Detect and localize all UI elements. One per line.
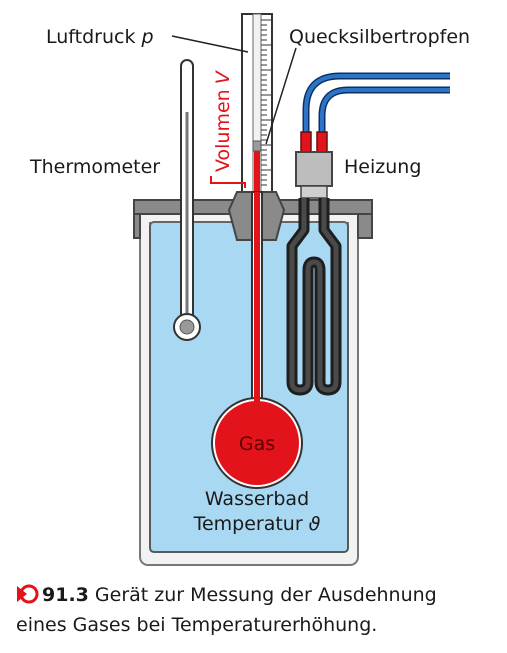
luftdruck-pointer <box>171 35 249 53</box>
heater-cables <box>300 72 450 155</box>
measuring-tube <box>241 13 273 193</box>
caption-line-2: eines Gases bei Temperaturerhöhung. <box>16 614 378 636</box>
heizung-label: Heizung <box>344 156 421 178</box>
caption-line-1: Gerät zur Messung der Ausdehnung <box>88 584 437 606</box>
quecksilber-label: Quecksilbertropfen <box>289 26 470 48</box>
quecksilber-pointer <box>265 47 297 145</box>
figure-caption: 91.3 Gerät zur Messung der Ausdehnung ei… <box>16 582 502 638</box>
volume-marker <box>210 176 246 188</box>
thermometer-label: Thermometer <box>29 156 160 178</box>
mercury-drop <box>252 140 262 152</box>
thermometer <box>173 59 201 341</box>
arrow-circle-icon <box>16 583 40 612</box>
figure-number: 91.3 <box>42 584 89 606</box>
wasserbad-label: Wasserbad <box>205 488 309 510</box>
gas-flask <box>211 191 303 489</box>
heater <box>286 151 342 396</box>
tube-scale <box>261 19 272 186</box>
gas-label: Gas <box>239 433 275 455</box>
volumen-label: VolumenV <box>212 69 234 172</box>
